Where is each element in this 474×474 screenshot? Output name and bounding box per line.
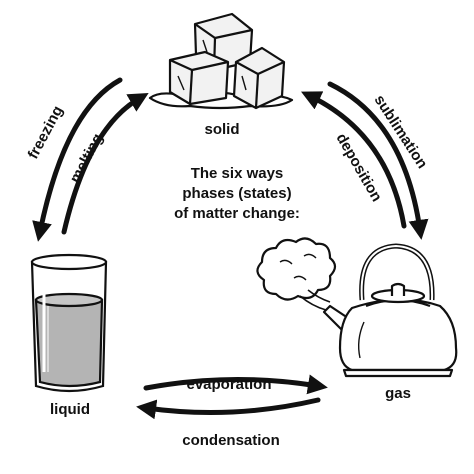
gas-label: gas xyxy=(385,385,411,402)
steaming-kettle-icon xyxy=(256,237,458,378)
title-line-3: of matter change: xyxy=(174,205,300,222)
solid-label: solid xyxy=(204,121,239,138)
ice-cubes-icon xyxy=(148,12,294,110)
melting-arrow xyxy=(61,92,149,235)
liquid-label: liquid xyxy=(50,401,90,418)
melting-label: melting xyxy=(67,131,107,186)
title-line-1: The six ways xyxy=(190,165,284,182)
evaporation-arrow xyxy=(143,374,328,395)
glass-of-water-icon xyxy=(30,253,108,393)
freezing-arrow xyxy=(32,77,123,242)
diagram-title: The six ways phases (states) of matter c… xyxy=(130,164,344,224)
freezing-label: freezing xyxy=(25,103,67,162)
evaporation-label: evaporation xyxy=(186,376,271,393)
deposition-arrow xyxy=(301,91,407,229)
condensation-label: condensation xyxy=(182,432,280,449)
condensation-arrow xyxy=(136,397,321,420)
title-line-2: phases (states) xyxy=(182,185,292,202)
sublimation-arrow xyxy=(327,81,429,240)
